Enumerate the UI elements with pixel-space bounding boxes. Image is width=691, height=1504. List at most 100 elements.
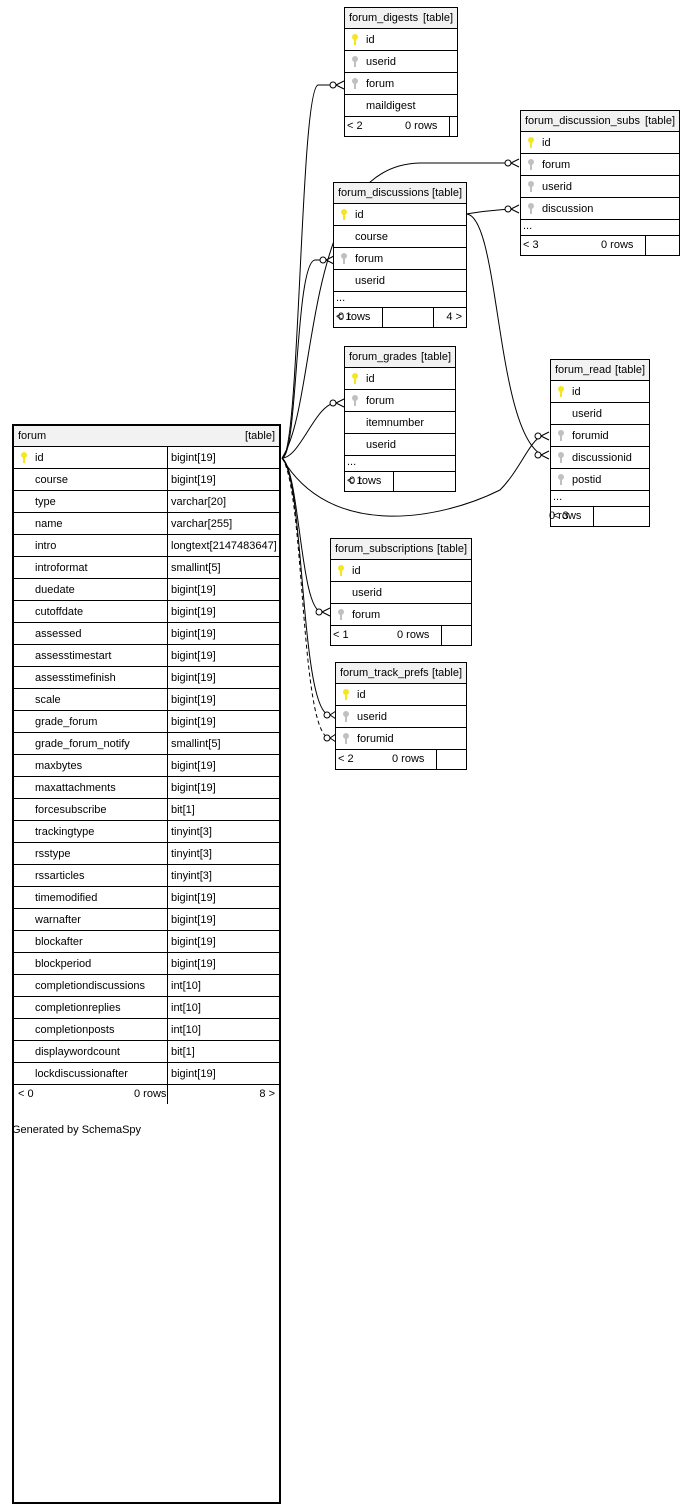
edge-trackprefs-forumid [281,457,331,739]
edge-subscriptions-forum [281,457,323,613]
column-row: forum [345,390,455,412]
column-name: introformat [35,562,88,574]
primary-key-icon [352,373,358,384]
primary-key-icon [352,34,358,45]
table-tag: [table] [615,364,645,376]
primary-key-icon [338,565,344,576]
primary-key-icon [343,689,349,700]
parents-count: < 0 [18,1088,34,1100]
column-row: maildigest [345,95,457,117]
column-name: type [35,496,56,508]
column-type: bigint[19] [171,936,216,948]
column-name: completionreplies [35,1002,121,1014]
column-name: postid [572,474,602,486]
column-name: scale [35,694,61,706]
foreign-key-icon [558,430,564,441]
column-name: id [352,565,361,577]
foreign-key-icon [341,253,347,264]
column-name: forum [542,159,571,171]
foreign-key-icon [528,181,534,192]
table-tag: [table] [421,351,451,363]
row-count: 0 rows [601,239,634,251]
table-name: forum_discussions [338,187,430,199]
column-name: course [35,474,69,486]
column-type: bigint[19] [171,716,216,728]
parents-count: < 2 [338,753,354,765]
foreign-key-icon [343,711,349,722]
column-row: rsstype tinyint[3] [14,843,279,865]
column-name: displaywordcount [35,1046,120,1058]
table-subs: forum_discussion_subs[table]id forum useri… [520,110,680,256]
edge-trackprefs-forum [281,457,331,716]
column-type: tinyint[3] [171,848,212,860]
column-row: id [345,29,457,51]
column-row: id [521,132,679,154]
column-name: timemodified [35,892,98,904]
column-name: trackingtype [35,826,95,838]
children-count: 4 > [446,311,462,323]
row-count: 0 rows [549,510,582,522]
column-name: duedate [35,584,75,596]
table-name: forum_track_prefs [340,667,429,679]
column-name: lockdiscussionafter [35,1068,128,1080]
foreign-key-icon [558,474,564,485]
primary-key-icon [21,452,27,463]
column-row: userid [336,706,466,728]
column-name: userid [357,711,387,723]
column-name: maildigest [366,100,416,112]
table-tag: [table] [423,12,453,24]
column-type: bigint[19] [171,606,216,618]
parents-count: < 3 [523,239,539,251]
column-type: bigint[19] [171,694,216,706]
table-footer: < 0 0 rows 8 > [14,1085,279,1104]
column-name: discussionid [572,452,632,464]
column-row: userid [551,403,649,425]
column-name: assessed [35,628,82,640]
table-name: forum_subscriptions [335,543,434,555]
column-row: itemnumber [345,412,455,434]
column-name: course [355,231,389,243]
foreign-key-icon [528,203,534,214]
column-row: forum [331,604,471,626]
table-tag: [table] [432,667,462,679]
column-name: warnafter [35,914,81,926]
column-name: userid [352,587,382,599]
column-row: id [551,381,649,403]
row-count: 0 rows [397,629,430,641]
table-header: forum_grades[table] [345,347,455,368]
primary-key-icon [341,209,347,220]
table-name: forum_read [555,364,612,376]
column-row: userid [521,176,679,198]
column-row: forum [521,154,679,176]
foreign-key-icon [338,609,344,620]
table-header: forum_subscriptions[table] [331,539,471,560]
table-header: forum_discussion_subs[table] [521,111,679,132]
column-name: blockperiod [35,958,92,970]
column-name: rsstype [35,848,71,860]
table-footer: < 3 0 rows [521,236,679,255]
column-type: varchar[255] [171,518,233,530]
table-header: forum_discussions[table] [334,183,466,204]
column-row: id [336,684,466,706]
column-name: completionposts [35,1024,115,1036]
